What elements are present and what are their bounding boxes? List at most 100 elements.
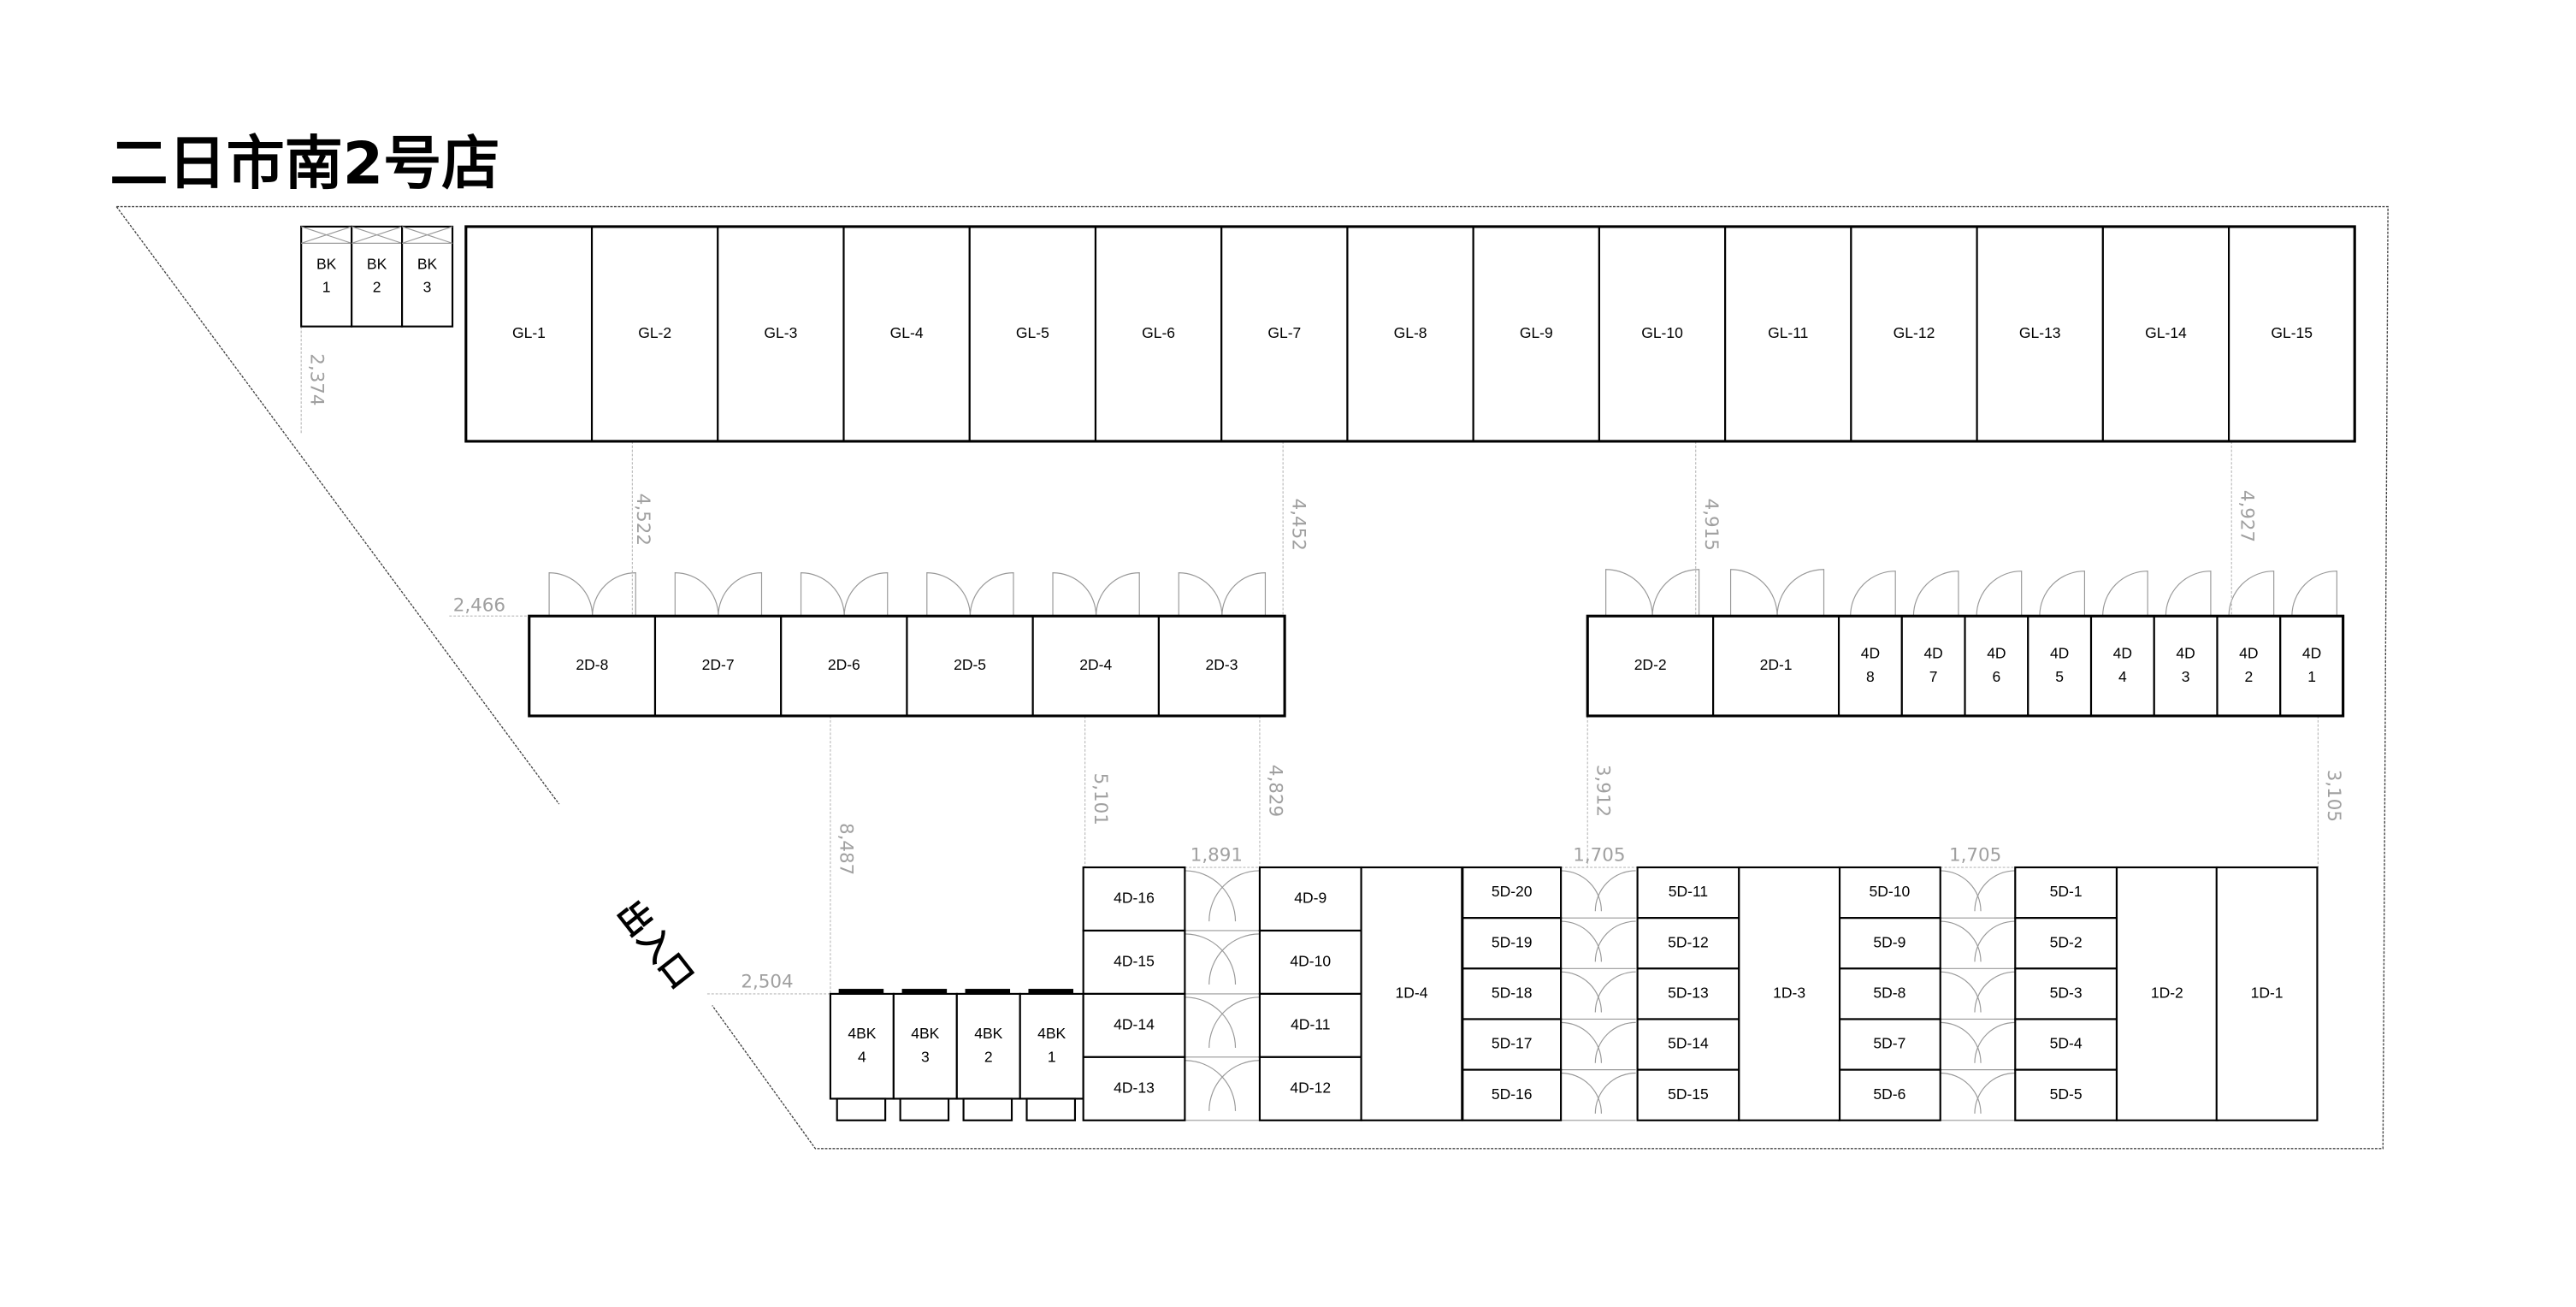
unit-label: 1 [322, 279, 331, 296]
storage-unit[interactable]: 2D-3 [1157, 615, 1286, 718]
storage-unit[interactable]: GL-2 [590, 225, 719, 442]
storage-unit[interactable]: BK3 [401, 225, 454, 328]
storage-unit[interactable]: 2D-4 [1031, 615, 1160, 718]
storage-unit[interactable]: 5D-4 [2014, 1018, 2118, 1071]
storage-unit[interactable]: GL-1 [464, 225, 594, 442]
unit-label: GL-2 [638, 324, 671, 341]
storage-unit[interactable]: GL-4 [842, 225, 971, 442]
storage-unit[interactable]: 5D-10 [1837, 866, 1941, 920]
unit-label: 4D-11 [1291, 1015, 1330, 1032]
unit-label: 4D-14 [1114, 1015, 1155, 1032]
storage-unit[interactable]: 4D-9 [1258, 866, 1362, 932]
storage-unit[interactable]: 4D-14 [1082, 992, 1186, 1058]
storage-unit[interactable]: 4D1 [2279, 615, 2345, 718]
hatch-mark [351, 226, 403, 244]
storage-unit[interactable]: 5D-12 [1636, 917, 1740, 970]
storage-unit[interactable]: 4D-13 [1082, 1056, 1186, 1121]
storage-unit[interactable]: 4D-10 [1258, 929, 1362, 995]
storage-unit[interactable]: GL-3 [717, 225, 845, 442]
storage-unit[interactable]: 4D-16 [1082, 866, 1186, 932]
storage-unit[interactable]: BK2 [351, 225, 404, 328]
unit-label: GL-12 [1894, 324, 1935, 341]
storage-unit[interactable]: 5D-6 [1837, 1068, 1941, 1121]
unit-label: GL-11 [1768, 324, 1808, 341]
storage-unit[interactable]: 4D8 [1837, 615, 1903, 718]
storage-unit[interactable]: 2D-6 [780, 615, 908, 718]
storage-unit[interactable]: 5D-1 [2014, 866, 2118, 920]
storage-unit[interactable]: 5D-7 [1837, 1018, 1941, 1071]
storage-unit[interactable]: 5D-17 [1462, 1018, 1563, 1071]
unit-label: 5D-15 [1668, 1085, 1709, 1103]
storage-unit[interactable]: 1D-1 [2215, 866, 2319, 1121]
unit-label: 5D-5 [2050, 1085, 2083, 1103]
storage-unit[interactable]: GL-7 [1220, 225, 1349, 442]
storage-unit[interactable]: 4D-15 [1082, 929, 1186, 995]
storage-unit[interactable]: 1D-2 [2115, 866, 2219, 1121]
storage-unit[interactable]: GL-11 [1724, 225, 1852, 442]
storage-unit[interactable]: 5D-14 [1636, 1018, 1740, 1071]
dimension-label: 2,504 [741, 971, 793, 992]
storage-unit[interactable]: 5D-9 [1837, 917, 1941, 970]
storage-unit[interactable]: 4D4 [2089, 615, 2155, 718]
storage-unit[interactable]: BK1 [300, 225, 353, 328]
storage-unit[interactable]: 5D-11 [1636, 866, 1740, 920]
storage-unit[interactable]: 4D-11 [1258, 992, 1362, 1058]
storage-unit[interactable]: 4D2 [2216, 615, 2282, 718]
storage-unit[interactable]: 5D-8 [1837, 967, 1941, 1020]
storage-unit[interactable]: 5D-3 [2014, 967, 2118, 1020]
storage-unit[interactable]: 5D-20 [1462, 866, 1563, 920]
storage-unit[interactable]: 2D-7 [653, 615, 783, 718]
storage-unit[interactable]: 2D-8 [528, 615, 657, 718]
unit-label: 1D-4 [1396, 985, 1428, 1002]
dimension-label: 4,522 [632, 494, 653, 546]
storage-unit[interactable]: GL-10 [1598, 225, 1727, 442]
unit-label: 4 [2118, 668, 2127, 685]
unit-tab [962, 1097, 1013, 1121]
storage-unit[interactable]: GL-15 [2228, 225, 2356, 442]
storage-unit[interactable]: GL-13 [1976, 225, 2104, 442]
unit-label: 1D-2 [2151, 985, 2183, 1002]
storage-unit[interactable]: 5D-19 [1462, 917, 1563, 970]
storage-unit[interactable]: 1D-4 [1360, 866, 1463, 1121]
storage-unit[interactable]: 5D-2 [2014, 917, 2118, 970]
storage-unit[interactable]: 5D-13 [1636, 967, 1740, 1020]
storage-unit[interactable]: GL-5 [968, 225, 1097, 442]
storage-unit[interactable]: 5D-16 [1462, 1068, 1563, 1121]
storage-unit[interactable]: 2D-2 [1586, 615, 1715, 718]
storage-unit[interactable]: 5D-15 [1636, 1068, 1740, 1121]
unit-label: 6 [1993, 668, 2001, 685]
storage-unit[interactable]: GL-14 [2101, 225, 2230, 442]
storage-unit[interactable]: 4D6 [1964, 615, 2029, 718]
unit-label: 4BK [974, 1025, 1002, 1042]
storage-unit[interactable]: 1D-3 [1738, 866, 1841, 1121]
storage-unit[interactable]: GL-6 [1094, 225, 1223, 442]
dimension-label: 2,374 [306, 353, 328, 405]
storage-unit[interactable]: 4D-12 [1258, 1056, 1362, 1121]
storage-unit[interactable]: 4D7 [1900, 615, 1966, 718]
storage-unit[interactable]: 5D-18 [1462, 967, 1563, 1020]
unit-label: 2 [984, 1048, 993, 1065]
2d-row-outline [528, 614, 1286, 718]
unit-label: 1 [1048, 1048, 1056, 1065]
storage-unit[interactable]: 4D3 [2153, 615, 2219, 718]
storage-unit[interactable]: 2D-5 [906, 615, 1034, 718]
dimension-label: 1,705 [1573, 844, 1625, 866]
hatch-mark [300, 226, 352, 244]
storage-unit[interactable]: 2D-1 [1712, 615, 1840, 718]
storage-unit[interactable]: GL-9 [1472, 225, 1600, 442]
storage-unit[interactable]: 4D5 [2027, 615, 2093, 718]
storage-unit[interactable]: GL-12 [1850, 225, 1978, 442]
unit-label: 5D-17 [1492, 1035, 1533, 1052]
unit-label: 4BK [1037, 1025, 1066, 1042]
unit-label: 3 [921, 1048, 930, 1065]
unit-label: 2 [2245, 668, 2254, 685]
unit-label: 4D [1861, 645, 1880, 662]
storage-unit[interactable]: 5D-5 [2014, 1068, 2118, 1121]
storage-unit[interactable]: GL-8 [1346, 225, 1474, 442]
unit-label: 4 [858, 1048, 866, 1065]
gl-row-outline [464, 225, 2356, 443]
